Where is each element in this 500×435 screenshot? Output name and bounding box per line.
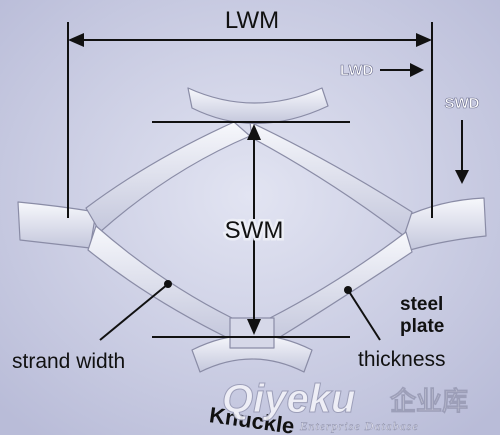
steel-plate-label-line2: plate bbox=[400, 316, 444, 337]
mesh-strands bbox=[17, 87, 487, 373]
steel-plate-label-line1: steel bbox=[400, 294, 443, 315]
watermark: Qiyeku 企业库 Enterprise Database bbox=[222, 377, 469, 434]
swm-label: SWM bbox=[225, 217, 284, 244]
dimension-lines bbox=[67, 22, 463, 341]
watermark-brand-cn: 企业库 bbox=[390, 386, 468, 416]
knuckle-block bbox=[229, 317, 275, 349]
lwm-arrow-right bbox=[416, 33, 432, 47]
swd-arrow-head bbox=[455, 170, 469, 184]
strand-width-dot bbox=[164, 280, 172, 288]
right-bond-strand bbox=[401, 197, 487, 251]
lwd-label: LWD bbox=[340, 62, 373, 79]
swm-arrow-up bbox=[247, 124, 261, 140]
arrowheads bbox=[68, 33, 469, 335]
swm-arrow-down bbox=[247, 319, 261, 335]
top-knuckle bbox=[187, 87, 329, 125]
lwm-label: LWM bbox=[225, 7, 279, 34]
thickness-label: thickness bbox=[358, 348, 446, 371]
swd-label: SWD bbox=[445, 95, 480, 112]
watermark-tagline: Enterprise Database bbox=[299, 419, 419, 433]
thickness-dot bbox=[344, 286, 352, 294]
strand-width-leader bbox=[99, 283, 169, 341]
thickness-leader bbox=[347, 289, 381, 341]
lower-right-strand bbox=[269, 231, 413, 343]
lwd-arrow-head bbox=[410, 63, 424, 77]
strand-width-label: strand width bbox=[12, 350, 125, 373]
watermark-brand: Qiyeku bbox=[222, 377, 355, 421]
lwm-arrow-left bbox=[68, 33, 84, 47]
